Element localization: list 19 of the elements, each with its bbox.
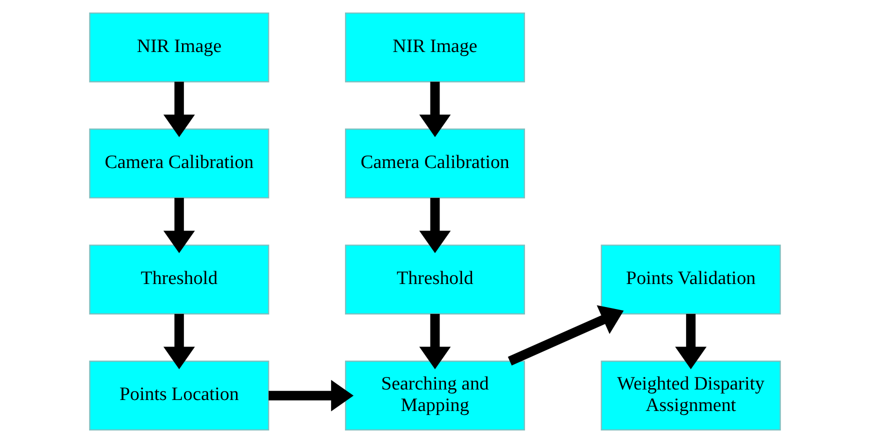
node-box: Weighted Disparity Assignment bbox=[600, 360, 781, 431]
node-box: NIR Image bbox=[344, 12, 526, 82]
node-box: Threshold bbox=[89, 244, 270, 314]
arrow bbox=[268, 380, 354, 412]
node-box: Camera Calibration bbox=[344, 128, 526, 198]
arrow bbox=[163, 198, 195, 254]
node-box: Points Validation bbox=[600, 244, 781, 314]
node-box: Threshold bbox=[344, 244, 526, 314]
node-box: NIR Image bbox=[89, 12, 270, 82]
node-box: Searching and Mapping bbox=[344, 360, 526, 431]
arrow bbox=[163, 82, 195, 138]
arrow bbox=[508, 305, 624, 366]
arrow bbox=[675, 314, 707, 370]
node-box: Points Location bbox=[89, 360, 270, 431]
arrow bbox=[419, 198, 451, 254]
node-box: Camera Calibration bbox=[89, 128, 270, 198]
arrow bbox=[419, 82, 451, 138]
arrow bbox=[419, 314, 451, 370]
arrow bbox=[163, 314, 195, 370]
